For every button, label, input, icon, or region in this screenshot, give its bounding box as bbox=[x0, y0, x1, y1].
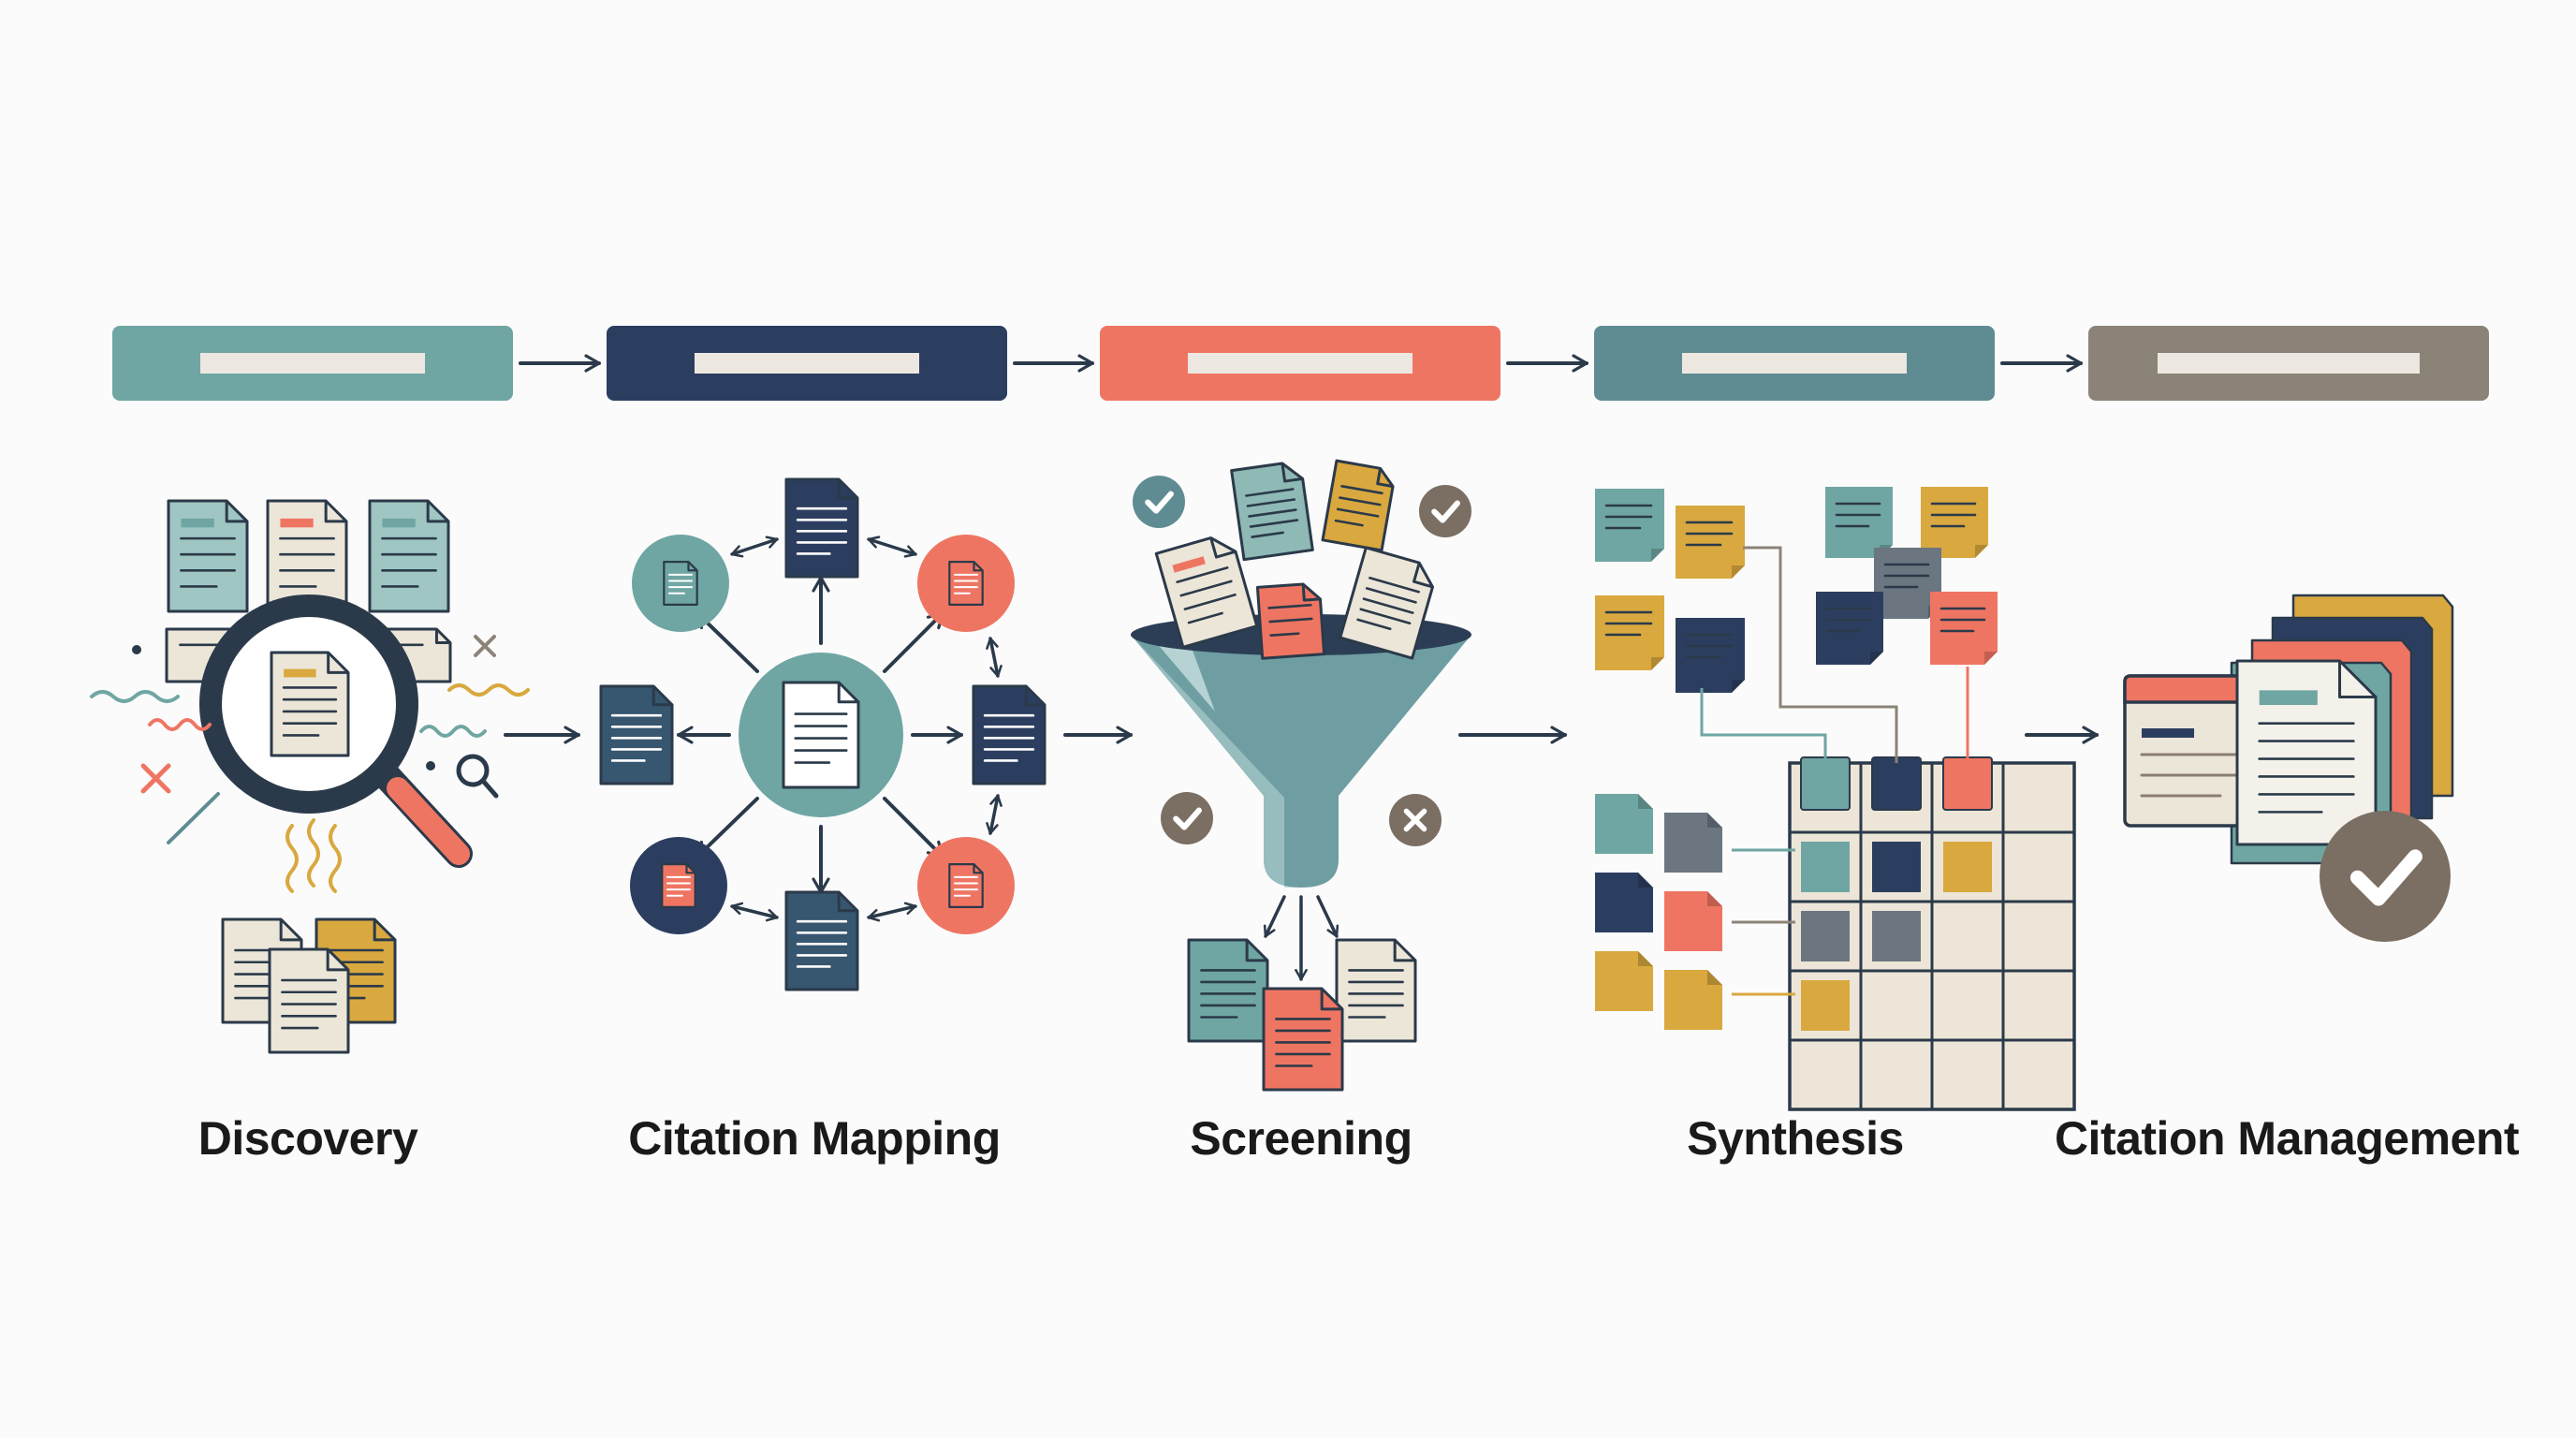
document-node bbox=[917, 837, 1015, 934]
wave-decoration bbox=[307, 818, 320, 888]
document-icon bbox=[1339, 546, 1434, 660]
bidirectional-arrow-icon bbox=[867, 536, 917, 558]
document-icon bbox=[167, 499, 249, 613]
sticky-note-icon bbox=[1595, 489, 1664, 562]
stage-header-bars bbox=[112, 326, 2489, 401]
dot-decoration bbox=[426, 761, 435, 770]
document-icon bbox=[1335, 938, 1417, 1043]
document-icon bbox=[972, 684, 1046, 785]
document-icon bbox=[2235, 659, 2378, 846]
sticky-note-icon bbox=[1930, 592, 1998, 665]
network-hub bbox=[739, 653, 903, 817]
header-placeholder-bar bbox=[1188, 353, 1412, 374]
header-placeholder-bar bbox=[1682, 353, 1907, 374]
stage-header-discovery bbox=[112, 326, 513, 401]
document-icon bbox=[1595, 873, 1653, 932]
header-placeholder-bar bbox=[200, 353, 425, 374]
document-icon bbox=[1595, 951, 1653, 1011]
stage-label-screening: Screening bbox=[1190, 1112, 1412, 1165]
document-node bbox=[632, 535, 729, 632]
check-icon bbox=[2320, 811, 2451, 942]
document-icon bbox=[1664, 891, 1722, 951]
header-placeholder-bar bbox=[2158, 353, 2420, 374]
squiggle-decoration bbox=[90, 690, 180, 703]
document-icon bbox=[1255, 582, 1326, 660]
spoke-arrow-icon bbox=[883, 797, 944, 858]
document-icon bbox=[270, 651, 350, 757]
stage-header-screening bbox=[1100, 326, 1500, 401]
stage-header-synthesis bbox=[1594, 326, 1995, 401]
synthesis-illustration bbox=[1595, 487, 2076, 1111]
bidirectional-arrow-icon bbox=[986, 637, 1003, 678]
dot-decoration bbox=[132, 645, 141, 654]
document-icon bbox=[1154, 536, 1259, 649]
document-icon bbox=[1321, 459, 1395, 552]
stage-label-citation-management: Citation Management bbox=[2054, 1112, 2520, 1165]
check-icon bbox=[1133, 476, 1185, 528]
bidirectional-arrow-icon bbox=[986, 794, 1003, 835]
wave-decoration bbox=[285, 824, 299, 893]
sticky-note-icon bbox=[1595, 595, 1664, 670]
document-icon bbox=[948, 561, 984, 606]
header-placeholder-bar bbox=[695, 353, 919, 374]
search-icon bbox=[456, 754, 499, 799]
document-icon bbox=[782, 681, 860, 789]
sticky-note-icon bbox=[1825, 487, 1893, 558]
document-icon bbox=[1664, 970, 1722, 1030]
sticky-note-icon bbox=[1676, 618, 1745, 693]
document-icon bbox=[599, 684, 674, 785]
citation-management-illustration bbox=[2123, 594, 2454, 942]
check-icon bbox=[1419, 485, 1471, 537]
outflow-arrow-icon bbox=[1316, 895, 1339, 938]
close-icon bbox=[140, 763, 171, 794]
sticky-note-icon bbox=[1676, 506, 1745, 579]
document-node bbox=[630, 837, 727, 934]
connector-lines bbox=[1700, 546, 1969, 996]
document-icon bbox=[1230, 462, 1314, 562]
discovery-illustration bbox=[90, 499, 530, 1054]
document-icon bbox=[948, 863, 984, 908]
bidirectional-arrow-icon bbox=[867, 902, 917, 922]
wave-decoration bbox=[329, 824, 342, 893]
document-icon bbox=[663, 561, 698, 606]
stage-header-citation-mapping bbox=[607, 326, 1007, 401]
document-icon bbox=[784, 890, 859, 991]
document-icon bbox=[1664, 813, 1722, 873]
stage-label-synthesis: Synthesis bbox=[1687, 1112, 1904, 1165]
squiggle-decoration bbox=[148, 718, 212, 731]
bidirectional-arrow-icon bbox=[730, 902, 779, 922]
matrix-grid-icon bbox=[1788, 756, 2076, 1111]
outflow-arrow-icon bbox=[1263, 895, 1286, 938]
spoke-arrow-icon bbox=[883, 611, 944, 673]
slash-decoration bbox=[167, 792, 220, 844]
stage-label-discovery: Discovery bbox=[198, 1112, 418, 1165]
sticky-note-icon bbox=[1816, 592, 1883, 665]
document-icon bbox=[368, 499, 450, 613]
sticky-note-icon bbox=[1921, 487, 1988, 558]
stage-label-citation-mapping: Citation Mapping bbox=[628, 1112, 1001, 1165]
check-icon bbox=[1161, 792, 1213, 844]
document-icon bbox=[1187, 938, 1269, 1043]
document-icon bbox=[1595, 794, 1653, 854]
squiggle-decoration bbox=[447, 683, 530, 697]
document-icon bbox=[661, 863, 696, 908]
squiggle-decoration bbox=[419, 725, 487, 738]
document-icon bbox=[1262, 987, 1344, 1092]
stage-header-citation-management bbox=[2088, 326, 2489, 401]
document-icon bbox=[266, 499, 348, 613]
close-icon bbox=[474, 635, 496, 657]
document-icon bbox=[784, 477, 859, 579]
screening-illustration bbox=[1131, 459, 1471, 1092]
document-icon bbox=[268, 947, 350, 1054]
document-node bbox=[917, 535, 1015, 632]
close-icon bbox=[1389, 794, 1442, 846]
citation-mapping-illustration bbox=[599, 477, 1046, 991]
bidirectional-arrow-icon bbox=[730, 536, 779, 558]
